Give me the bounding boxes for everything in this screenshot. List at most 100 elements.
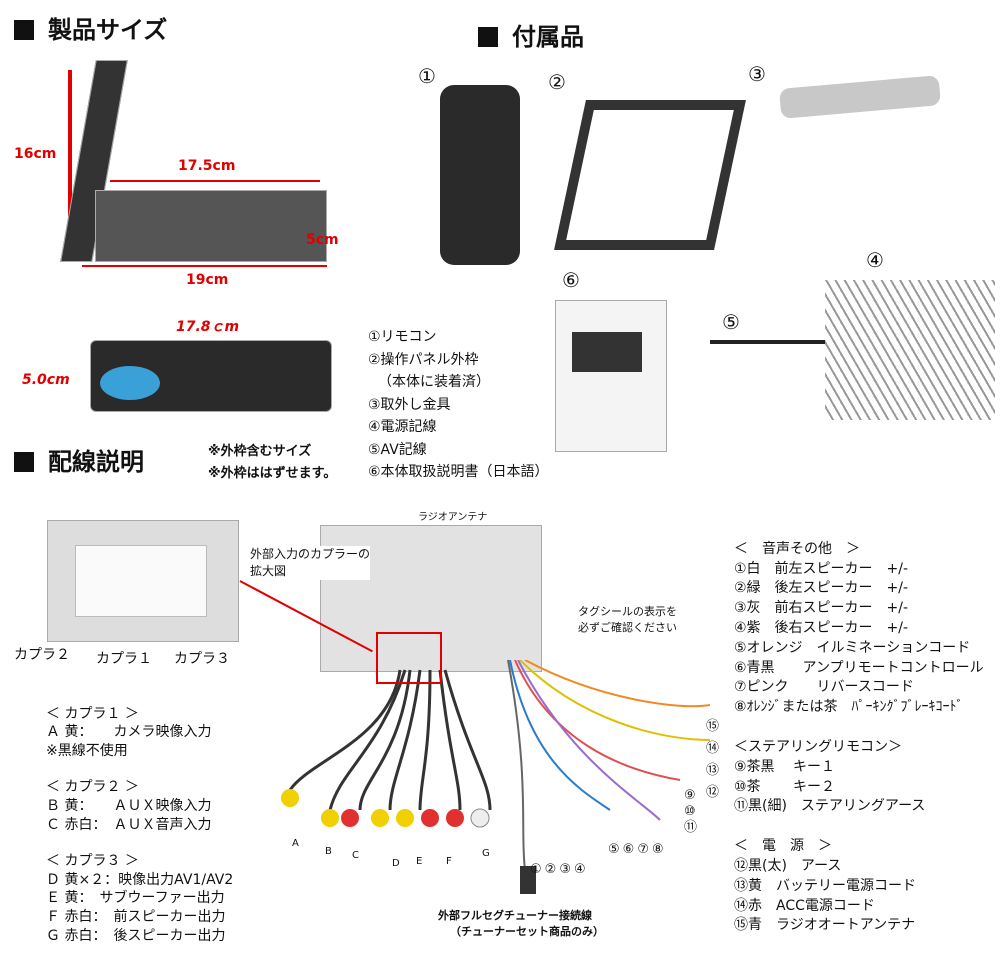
- power-harness-image: [825, 280, 995, 420]
- legend-line: ※黒線不使用: [46, 742, 128, 759]
- unit-side-image: [95, 190, 327, 262]
- av-cable-image: [710, 340, 830, 424]
- coupler-legend: ＜ カプラ１ ＞ Ａ 黄： カメラ映像入力※黒線不使用 ＜ カプラ２ ＞Ｂ 黄： Ａ…: [46, 686, 233, 957]
- wire-harness-drawing: [281, 660, 711, 871]
- legend-line: ⑥青黒 アンプリモートコントロール: [734, 659, 984, 676]
- legend-line: Ａ 黄： カメラ映像入力: [46, 724, 212, 741]
- wire-num: ⑭: [706, 741, 720, 756]
- plug-a: A: [292, 838, 299, 849]
- heading-text: 製品サイズ: [48, 16, 168, 44]
- wire-num: ⑪: [684, 820, 698, 835]
- plug-d: D: [392, 858, 400, 869]
- wire-legend: ＜ 音声その他 ＞①白 前左スピーカー +/-②緑 後左スピーカー +/-③灰 …: [734, 520, 984, 956]
- list-item: ②操作パネル外枠: [368, 351, 479, 368]
- marker-5: ⑤: [722, 310, 740, 334]
- front-knob-glow: [100, 366, 160, 400]
- list-item: （本体に装着済）: [378, 374, 490, 390]
- legend-line: Ｃ 赤白： ＡＵＸ音声入力: [46, 816, 212, 833]
- plug-f: F: [446, 856, 452, 867]
- section-heading-size: 製品サイズ: [14, 10, 167, 45]
- legend-line: ③灰 前右スピーカー +/-: [734, 600, 909, 617]
- list-item: ⑥本体取扱説明書（日本語）: [368, 464, 549, 480]
- section-heading-accessories: 付属品: [478, 17, 584, 52]
- wire-num: ③: [559, 862, 574, 877]
- wire-num: ⑫: [706, 785, 720, 800]
- legend-line: ⑬黄 バッテリー電源コード: [734, 877, 916, 894]
- tuner-connector: [520, 866, 536, 894]
- marker-3: ③: [748, 62, 766, 86]
- face-height-label: 5.0cm: [22, 372, 70, 388]
- coupler-2-label: カプラ２: [14, 647, 70, 663]
- legend-line: ＜ カプラ２ ＞: [46, 779, 139, 796]
- accessory-list: ①リモコン ②操作パネル外枠 （本体に装着済） ③取外し金具 ④電源記線 ⑤AV記線 ⑥本体…: [368, 326, 549, 484]
- front-height-label: 5cm: [306, 232, 339, 248]
- legend-line: ＜ カプラ１ ＞: [46, 705, 139, 722]
- marker-1: ①: [418, 64, 436, 88]
- wire-num: ⑥: [622, 842, 638, 857]
- marker-6: ⑥: [562, 268, 580, 292]
- size-note-1: ※外枠含むサイズ: [208, 444, 312, 459]
- coupler-block: [75, 545, 207, 617]
- manual-screen-image: [572, 332, 642, 372]
- coupler-1-label: カプラ１: [96, 651, 152, 667]
- list-item: ⑤AV記線: [368, 441, 427, 458]
- marker-2: ②: [548, 70, 566, 94]
- face-width-label: 17.8ｃm: [176, 319, 240, 335]
- wire-num: ⑤: [608, 842, 623, 857]
- legend-line: ＜ 音声その他 ＞: [734, 540, 860, 557]
- marker-4: ④: [866, 248, 884, 272]
- legend-line: Ｅ 黄： サブウーファー出力: [46, 890, 225, 907]
- wire-num: ⑩: [684, 804, 696, 819]
- legend-line: ＜ステアリングリモコン＞: [734, 738, 902, 755]
- panel-frame-image: [554, 100, 746, 250]
- legend-line: ⑤オレンジ イルミネーションコード: [734, 639, 971, 656]
- legend-line: ⑭赤 ACC電源コード: [734, 897, 875, 914]
- wire-num: ⑨: [684, 788, 696, 803]
- list-item: ①リモコン: [368, 329, 437, 345]
- removal-keys-image: [778, 75, 942, 119]
- legend-line: ④紫 後右スピーカー +/-: [734, 619, 909, 636]
- wire-num: ⑦: [637, 842, 652, 857]
- antenna-label: ラジオアンテナ: [418, 512, 488, 523]
- wire-num: ⑧: [651, 842, 667, 857]
- wire-num: ④: [573, 862, 589, 877]
- wire-numbers-mid: ⑤⑥⑦⑧: [608, 842, 667, 857]
- tag-note: タグシールの表示を 必ずご確認ください: [578, 605, 677, 634]
- depth-label: 17.5cm: [178, 158, 236, 174]
- legend-line: ⑨茶黒 キー１: [734, 758, 836, 775]
- plug-g: G: [482, 848, 490, 859]
- legend-line: ⑫黒(太) アース: [734, 857, 842, 874]
- list-item: ④電源記線: [368, 419, 437, 435]
- size-note-2: ※外枠ははずせます。: [208, 466, 337, 481]
- legend-line: Ｄ 黄×２：映像出力AV1/AV2: [46, 871, 234, 888]
- tuner-note: （チューナーセット商品のみ）: [450, 925, 604, 938]
- zoom-caption: 外部入力のカプラーの 拡大図: [250, 546, 371, 580]
- wire-num: ②: [544, 862, 560, 877]
- legend-line: ⑩茶 キー２: [734, 778, 836, 795]
- depth-line: [110, 180, 320, 182]
- coupler-highlight-box: [376, 632, 442, 684]
- legend-line: Ｂ 黄： ＡＵＸ映像入力: [46, 797, 212, 814]
- manual-image: [555, 300, 667, 452]
- legend-line: ＜ 電 源 ＞: [734, 838, 832, 855]
- legend-line: Ｇ 赤白： 後スピーカー出力: [46, 927, 226, 944]
- tuner-label: 外部フルセグチューナー接続線: [438, 909, 592, 922]
- plug-c: C: [352, 850, 359, 861]
- heading-text: 付属品: [512, 23, 584, 51]
- section-heading-wiring: 配線説明: [14, 442, 144, 477]
- coupler-3-label: カプラ３: [174, 651, 230, 667]
- legend-line: ＜ カプラ３ ＞: [46, 853, 139, 870]
- list-item: ③取外し金具: [368, 396, 451, 413]
- plug-e: E: [416, 856, 423, 867]
- wire-num: ①: [530, 862, 545, 877]
- legend-line: ⑪黒(細) ステアリングアース: [734, 798, 926, 815]
- height-line: [68, 70, 72, 260]
- length-label: 19cm: [186, 272, 229, 288]
- length-line: [82, 265, 327, 267]
- legend-line: ⑦ピンク リバースコード: [734, 679, 914, 696]
- legend-line: ②緑 後左スピーカー +/-: [734, 580, 909, 597]
- height-label: 16cm: [14, 146, 57, 162]
